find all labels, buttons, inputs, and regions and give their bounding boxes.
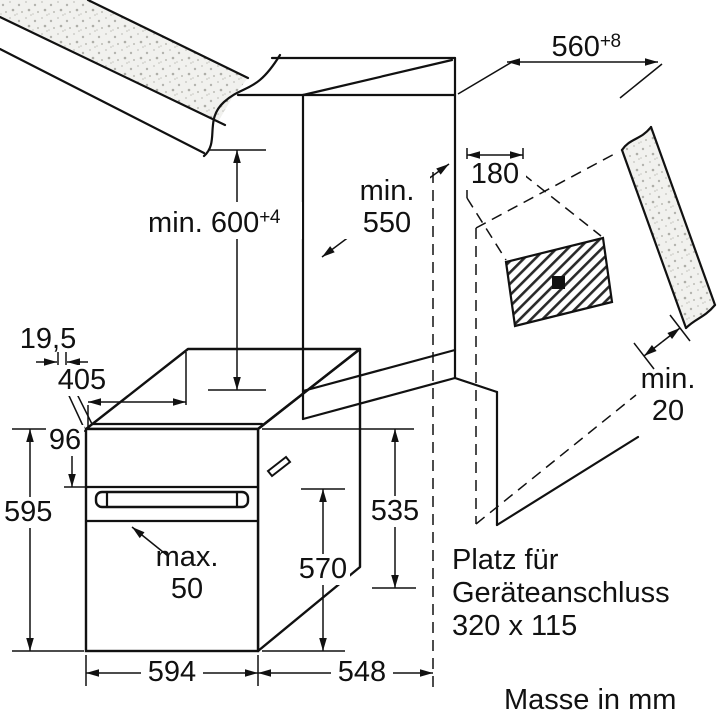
dim-label-niche-height: min. 600+4 [126, 202, 302, 239]
rear-wall-section [620, 125, 717, 330]
dim-prefix: max. [155, 541, 219, 573]
oven-side-face [256, 347, 362, 653]
dim-tolerance: +8 [599, 31, 621, 52]
units-note: Masse in mm [504, 684, 677, 716]
connection-note-line1: Platz für [452, 544, 559, 576]
connection-area [504, 236, 614, 328]
dim-value: 20 [651, 395, 685, 427]
oven-top-face [84, 347, 362, 431]
oven-hinge-slot [266, 455, 292, 478]
dim-label-top-depth: 405 [50, 365, 114, 396]
break-wave-left [202, 53, 282, 158]
hidden-edge-dashed-lines [432, 151, 637, 692]
dim-label-inner-height: 570 [296, 554, 350, 585]
break-wave-right-bottom [684, 303, 717, 330]
oven-handle [94, 490, 250, 509]
dim-label-handle-clearance: max. 50 [150, 541, 224, 605]
connection-note-line2: Geräteanschluss [452, 577, 670, 609]
counter-left [0, 0, 457, 158]
cabinet-niche [301, 56, 640, 527]
connection-note: Platz für Geräteanschluss 320 x 115 [452, 544, 714, 643]
dim-label-rear-height: 535 [368, 496, 422, 527]
dim-prefix: min. [359, 175, 415, 207]
dim-label-rear-gap: min. 20 [630, 363, 706, 427]
oven [84, 347, 362, 653]
dim-label-connection-width: 180 [464, 159, 526, 190]
dim-label-oven-height: 595 [2, 496, 54, 528]
dim-value: min. 600 [148, 207, 260, 239]
dim-label-oven-depth: 548 [331, 657, 393, 688]
dim-label-niche-depth: 560+8 [512, 26, 660, 63]
dim-label-oven-width: 594 [141, 657, 203, 688]
connection-note-line3: 320 x 115 [452, 610, 578, 642]
oven-front-face [84, 427, 260, 653]
dim-value: 50 [170, 573, 204, 605]
break-wave-right-top [620, 125, 653, 152]
dim-tolerance: +4 [259, 207, 280, 228]
dim-value: 550 [362, 207, 412, 239]
dim-prefix: min. [640, 363, 696, 395]
dim-label-front-overhang: 19,5 [19, 323, 77, 355]
dim-value: 560 [551, 31, 600, 63]
dim-label-niche-clearance: min. 550 [344, 175, 430, 239]
dim-label-panel-height: 96 [46, 425, 84, 456]
connection-socket-mark [552, 276, 565, 289]
